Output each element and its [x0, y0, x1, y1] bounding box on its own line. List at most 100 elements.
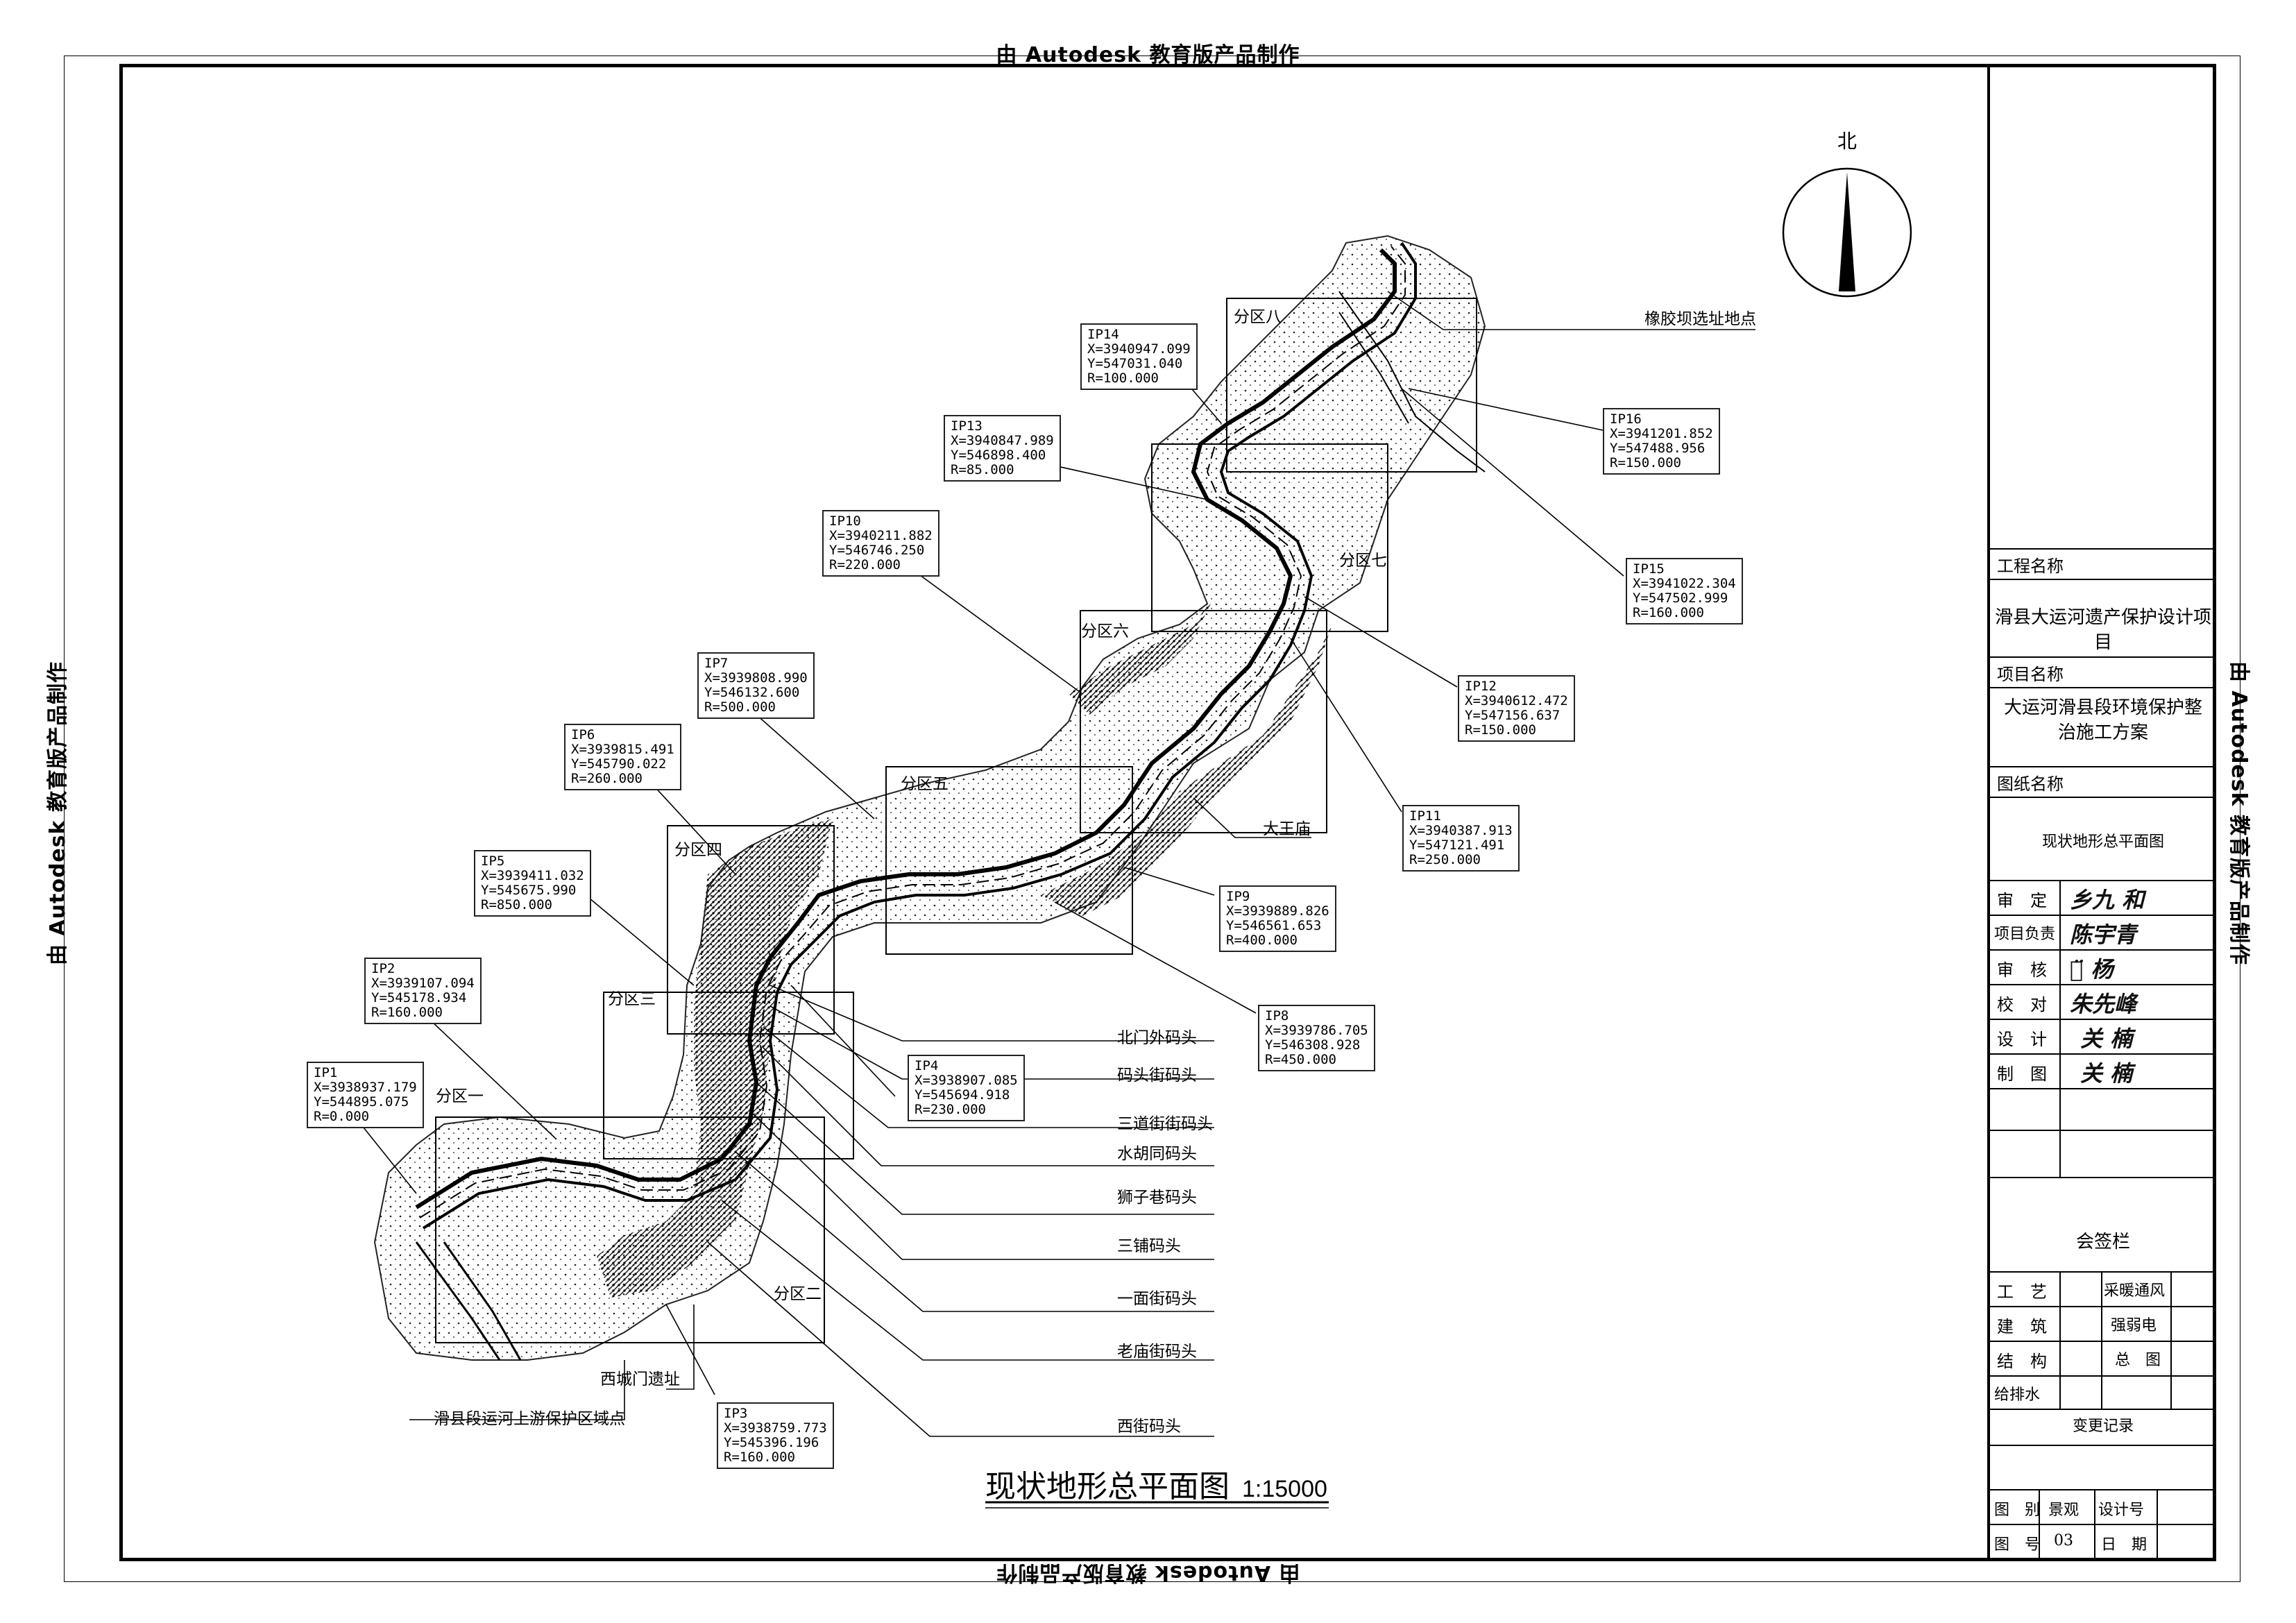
cs-plumbing: 给排水 [1994, 1386, 2041, 1404]
ip-y: Y=546308.928 [1265, 1037, 1361, 1053]
ip-y: Y=546746.250 [829, 543, 925, 558]
ip-y: Y=546561.653 [1226, 918, 1322, 933]
ip-x: X=3939889.826 [1226, 903, 1329, 919]
ip-id: IP7 [704, 656, 729, 671]
north-label: 北 [1837, 130, 1857, 153]
ip-y: Y=545675.990 [481, 883, 577, 898]
watermark-top: 由 Autodesk 教育版产品制作 [996, 43, 1300, 67]
zone-label-2: 分区二 [774, 1285, 822, 1303]
dock-label: 三道街街码头 [1117, 1115, 1213, 1133]
ip-id: IP13 [951, 418, 983, 434]
ip-y: Y=544895.075 [314, 1094, 409, 1110]
ip-id: IP14 [1087, 327, 1119, 342]
ip-r: R=850.000 [481, 897, 552, 912]
urban-hatch-1 [597, 819, 833, 1298]
ip-id: IP4 [915, 1058, 939, 1073]
ip-y: Y=546132.600 [704, 685, 800, 700]
ip-id: IP10 [829, 513, 861, 529]
urban-hatch-2 [1041, 624, 1332, 916]
signature-draft: 关 楠 [2080, 1060, 2133, 1087]
countersign-title: 会签栏 [2075, 1232, 2130, 1252]
ip-x: X=3938759.773 [724, 1420, 827, 1436]
ip-y: Y=547121.491 [1409, 838, 1505, 853]
item-name: 大运河滑县段环境保护整治施工方案 [2004, 697, 2203, 743]
ip-x: X=3938937.179 [314, 1080, 417, 1095]
plan-scale: 1:15000 [1242, 1476, 1327, 1502]
ip-r: R=500.000 [704, 699, 776, 715]
signature-review: ㄙ̈ 杨 [2070, 956, 2114, 983]
project-name-label: 工程名称 [1997, 556, 2064, 576]
ip-r: R=260.000 [571, 771, 643, 786]
roles-grid: 审 定 项目负责 审 核 校 对 设 计 制 图 乡九 和 陈宇青 ㄙ̈ 杨 朱… [1990, 880, 2216, 1178]
ip-r: R=450.000 [1265, 1052, 1336, 1067]
ip-r: R=160.000 [1633, 605, 1704, 620]
dock-label: 一面街码头 [1117, 1290, 1197, 1308]
ip-y: Y=547031.040 [1087, 356, 1183, 371]
ip-r: R=230.000 [915, 1102, 986, 1117]
drawing-category: 景观 [2048, 1502, 2080, 1519]
ip-y: Y=545178.934 [371, 990, 467, 1005]
role-project-lead: 项目负责 [1994, 926, 2056, 943]
ip-r: R=0.000 [314, 1109, 370, 1124]
cs-electrical: 强弱电 [2111, 1317, 2157, 1334]
plan-title: 现状地形总平面图 1:15000 [985, 1461, 1327, 1506]
ip-x: X=3940847.989 [951, 433, 1054, 448]
dock-label: 狮子巷码头 [1117, 1189, 1197, 1207]
dock-label: 水胡同码头 [1117, 1145, 1197, 1163]
label-west-gate: 西城门遗址 [600, 1370, 680, 1388]
drawing-category-label: 图 别 [1994, 1502, 2041, 1519]
cs-process: 工 艺 [1997, 1282, 2047, 1302]
dock-label: 码头街码头 [1117, 1067, 1197, 1085]
ip-id: IP5 [481, 853, 505, 869]
role-draft: 制 图 [1997, 1064, 2047, 1084]
ip-id: IP3 [724, 1406, 748, 1421]
ip-y: Y=547502.999 [1633, 590, 1728, 606]
drawing-info-grid: 图 别 景观 设计号 图 号 03 日 期 [1990, 1489, 2216, 1558]
drawing-no-label: 图 号 [1994, 1536, 2041, 1554]
role-design: 设 计 [1997, 1030, 2047, 1049]
ip-id: IP6 [571, 727, 595, 742]
drawing-frame [119, 64, 2216, 1561]
zone-label-6: 分区六 [1081, 622, 1129, 640]
signature-project-lead: 陈宇青 [2070, 921, 2137, 948]
terrain-corridor [373, 235, 1486, 1361]
ip-id: IP11 [1409, 808, 1441, 824]
label-rubber-dam: 橡胶坝选址地点 [1644, 310, 1756, 328]
ip-id: IP8 [1265, 1008, 1289, 1023]
ip-r: R=85.000 [951, 462, 1014, 477]
ip-id: IP1 [314, 1065, 338, 1080]
zone-rectangles [435, 298, 1477, 1343]
ip-x: X=3940211.882 [829, 528, 933, 543]
ip-x: X=3941201.852 [1610, 426, 1713, 441]
ip-id: IP16 [1610, 411, 1642, 427]
drawing-no: 03 [2054, 1532, 2073, 1549]
dock-label: 北门外码头 [1117, 1029, 1197, 1047]
ip-r: R=150.000 [1610, 455, 1681, 470]
dock-label: 三铺码头 [1117, 1237, 1181, 1255]
river-bank-inner [422, 241, 1417, 1230]
ip-y: Y=547488.956 [1610, 441, 1706, 456]
ip-id: IP12 [1465, 679, 1497, 694]
ip-y: Y=545694.918 [915, 1087, 1010, 1103]
drawing-name: 现状地形总平面图 [2041, 833, 2164, 851]
ip-r: R=160.000 [724, 1450, 795, 1465]
role-check: 校 对 [1997, 995, 2047, 1014]
ip-id: IP2 [371, 961, 396, 976]
dock-leaders [409, 291, 1755, 1437]
zone-label-8: 分区八 [1234, 308, 1282, 326]
cs-site-plan: 总 图 [2115, 1352, 2161, 1369]
plan-title-text: 现状地形总平面图 [985, 1469, 1230, 1504]
ip-r: R=160.000 [371, 1005, 443, 1020]
role-review: 审 核 [1997, 960, 2047, 980]
cs-structure: 结 构 [1997, 1352, 2047, 1371]
ip-leaders [360, 374, 1624, 1395]
ip-x: X=3939411.032 [481, 868, 584, 883]
ip-x: X=3939808.990 [704, 670, 808, 686]
